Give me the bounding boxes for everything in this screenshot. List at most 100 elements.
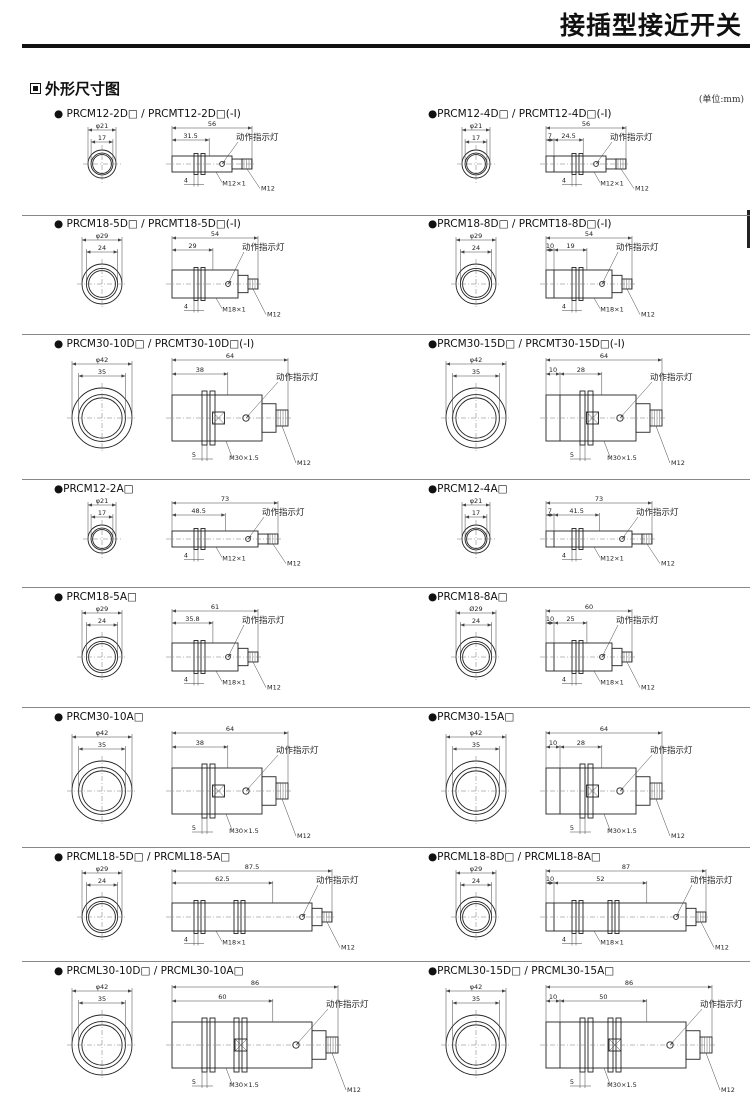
inner-diameter-dim-arrow [460, 250, 465, 254]
row-divider [22, 847, 750, 848]
indicator-light-label: 动作指示灯 [690, 875, 733, 886]
outer-diameter-dim-arrow [82, 871, 86, 875]
row-divider [22, 707, 750, 708]
marking-box [586, 784, 599, 798]
thread-length-dim-arrow [642, 999, 647, 1003]
header-rule [22, 44, 750, 48]
thread-length-dim-arrow [560, 372, 564, 376]
model-label: ●PRCM30-15A□ [428, 711, 515, 723]
inner-diameter-dim-arrow [113, 883, 118, 887]
inner-diameter-dim-arrow [113, 250, 118, 254]
outer-diameter-value: φ29 [96, 605, 109, 613]
connector-spec-value: M12 [341, 944, 355, 952]
indicator-leader-arrow [296, 1041, 300, 1045]
nut-thickness-value: 4 [562, 303, 566, 311]
inner-diameter-dim-arrow [452, 1001, 457, 1005]
indicator-leader [227, 624, 245, 658]
thread-spec-value: M18×1 [600, 679, 623, 687]
indicator-leader-arrow [302, 913, 306, 917]
connector-leader [620, 168, 635, 189]
connector-spec-value: M12 [671, 832, 685, 840]
total-length-value: 54 [585, 230, 593, 238]
total-length-dim-arrow [274, 501, 278, 505]
connector-leader [252, 288, 267, 315]
connector-spec-value: M12 [267, 311, 281, 319]
indicator-leader-arrow [248, 535, 252, 539]
outer-diameter-dim-arrow [72, 362, 76, 366]
outer-diameter-value: φ21 [470, 122, 483, 130]
thread-spec-value: M30×1.5 [229, 454, 259, 462]
inner-diameter-dim-arrow [86, 623, 91, 627]
face-offset-dim-arrow [546, 372, 550, 376]
inner-diameter-dim-arrow [482, 515, 487, 519]
inner-diameter-dim-arrow [487, 623, 492, 627]
thread-leader [593, 930, 601, 942]
total-length-value: 73 [221, 495, 229, 503]
model-label: ●PRCM18-8D□ / PRCMT18-8D□(-I) [428, 218, 612, 230]
model-label: ● PRCML18-5D□ / PRCML18-5A□ [54, 851, 231, 863]
connector-leader [281, 425, 297, 464]
outer-diameter-dim-arrow [112, 503, 116, 507]
outer-diameter-dim-arrow [456, 238, 460, 242]
unit-note: (单位:mm) [698, 95, 744, 105]
face-offset-dim-arrow [550, 513, 554, 517]
indicator-leader [619, 754, 653, 792]
total-length-value: 86 [251, 979, 259, 987]
total-length-dim-arrow [628, 236, 632, 240]
thread-leader [593, 546, 601, 558]
indicator-light-label: 动作指示灯 [242, 242, 285, 253]
nut-thickness-value: 5 [192, 824, 196, 832]
outer-diameter-dim-arrow [502, 362, 506, 366]
model-label: ● PRCM18-5D□ / PRCMT18-5D□(-I) [54, 218, 241, 230]
thread-spec-value: M18×1 [600, 939, 623, 947]
row-divider [22, 215, 750, 216]
indicator-leader [245, 381, 279, 419]
thread-length-dim-arrow [582, 621, 587, 625]
inner-diameter-dim-arrow [487, 250, 492, 254]
total-length-dim-arrow [254, 609, 258, 613]
total-length-dim-arrow [328, 869, 332, 873]
thread-spec-value: M18×1 [600, 306, 623, 314]
thread-spec-value: M12×1 [222, 555, 245, 563]
connector-leader [646, 543, 661, 564]
thread-length-dim-arrow [221, 513, 226, 517]
connector-spec-value: M12 [347, 1086, 361, 1094]
thread-length-value: 38 [196, 739, 204, 747]
indicator-leader-arrow [620, 787, 624, 791]
thread-length-dim-arrow [172, 513, 176, 517]
total-length-dim-arrow [628, 609, 632, 613]
connector-leader [655, 425, 671, 464]
indicator-leader [621, 516, 639, 540]
thread-length-value: 35.8 [185, 615, 199, 623]
total-length-dim-arrow [334, 985, 338, 989]
total-length-value: 56 [208, 120, 216, 128]
inner-diameter-value: 24 [472, 877, 480, 885]
indicator-leader [595, 141, 613, 165]
inner-diameter-dim-arrow [495, 1001, 500, 1005]
connector-leader [326, 921, 341, 948]
indicator-light-label: 动作指示灯 [650, 745, 693, 756]
connector-spec-value: M12 [671, 459, 685, 467]
face-offset-value: 10 [549, 739, 557, 747]
nut-thickness-value: 5 [192, 451, 196, 459]
nut-thickness-value: 4 [562, 936, 566, 944]
total-length-dim-arrow [172, 985, 176, 989]
